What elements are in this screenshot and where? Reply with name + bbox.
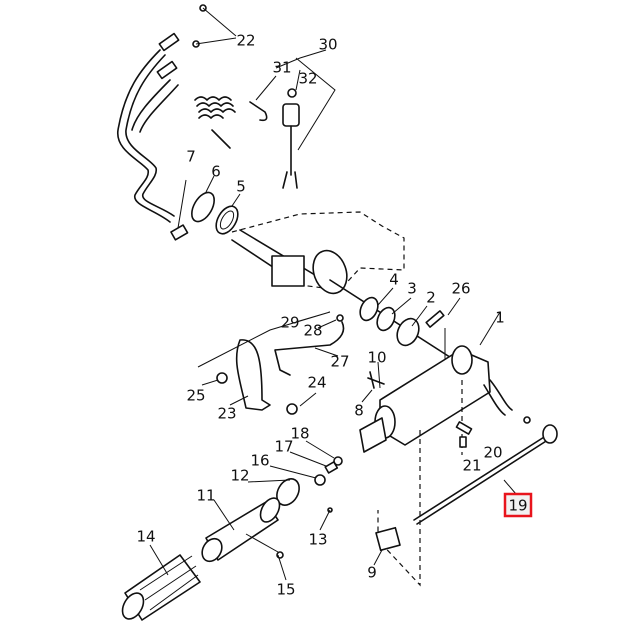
callout-27: 27 <box>330 353 349 371</box>
friction-screw <box>361 361 385 403</box>
callout-29: 29 <box>280 314 299 332</box>
tiller-arm <box>359 311 513 587</box>
link-9 <box>373 526 401 566</box>
callout-28: 28 <box>303 322 322 340</box>
callout-25: 25 <box>186 387 205 405</box>
callout-9: 9 <box>367 564 377 582</box>
shift-lever <box>197 311 345 415</box>
callout-17: 17 <box>274 438 293 456</box>
callout-24: 24 <box>307 374 326 392</box>
callout-13: 13 <box>308 531 327 549</box>
callout-15: 15 <box>276 581 295 599</box>
callout-11: 11 <box>196 487 215 505</box>
highlight-box <box>503 492 533 518</box>
callout-32: 32 <box>298 70 317 88</box>
shift-rod <box>413 416 558 525</box>
callout-30: 30 <box>318 36 337 54</box>
callout-20: 20 <box>483 444 502 462</box>
callout-22: 22 <box>236 32 255 50</box>
callout-26: 26 <box>451 280 470 298</box>
callout-19[interactable]: 19 <box>508 497 527 515</box>
callout-4: 4 <box>389 271 399 289</box>
small-fasteners <box>269 440 343 486</box>
callout-8: 8 <box>354 402 364 420</box>
callout-18: 18 <box>290 425 309 443</box>
friction-parts <box>170 175 241 241</box>
callout-12: 12 <box>230 467 249 485</box>
callout-21: 21 <box>462 457 481 475</box>
callout-6: 6 <box>211 163 221 181</box>
callout-3: 3 <box>407 280 417 298</box>
callout-10: 10 <box>367 349 386 367</box>
callout-labels: 22 30 31 32 7 6 5 4 3 2 26 1 29 28 27 10… <box>136 32 533 599</box>
steering-bracket <box>231 211 471 371</box>
callout-14: 14 <box>136 528 155 546</box>
callout-5: 5 <box>236 178 246 196</box>
throttle-grip <box>121 478 333 621</box>
throttle-cables <box>117 4 237 223</box>
callout-1: 1 <box>495 309 505 327</box>
stop-switch-assembly <box>194 49 336 189</box>
callout-23: 23 <box>217 405 236 423</box>
callout-16: 16 <box>250 452 269 470</box>
bushings <box>359 287 461 400</box>
callout-7: 7 <box>186 148 196 166</box>
callout-2: 2 <box>426 289 436 307</box>
callout-31: 31 <box>272 59 291 77</box>
